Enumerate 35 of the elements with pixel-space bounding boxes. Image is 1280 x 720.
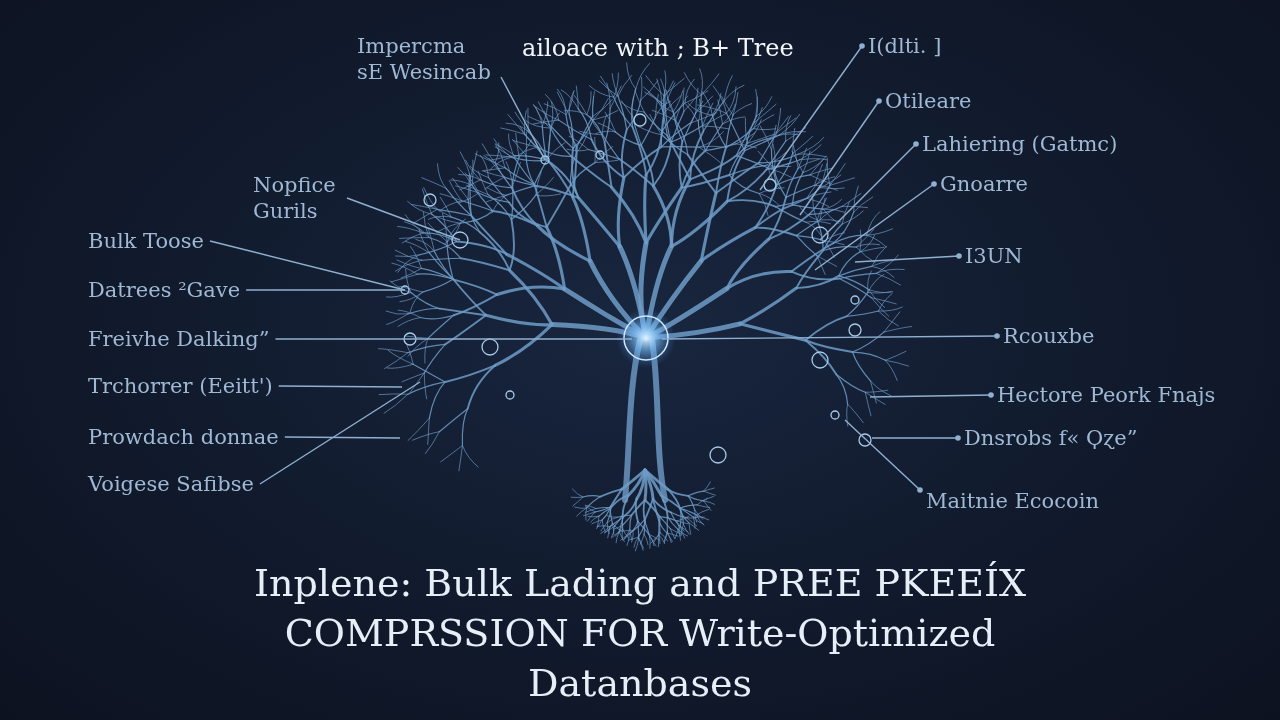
callout-label: Impercma sE Wesincab xyxy=(357,33,497,85)
leader-line xyxy=(284,436,401,439)
callout-label: Lahiering (Gatmc) xyxy=(922,131,1118,157)
leader-line xyxy=(814,181,937,271)
leader-line xyxy=(871,435,961,441)
leader-line xyxy=(854,253,962,263)
callout-label: Prowdach donnae xyxy=(88,424,279,450)
callout-label: Maitnie Ecocoin xyxy=(926,488,1099,514)
leader-line xyxy=(869,392,994,398)
callout-label: Trchorrer (Eeitt') xyxy=(88,373,273,399)
callout-label: Hectore Peork Fnajs xyxy=(997,382,1216,408)
callout-label: Dnsrobs f« Ϙɀe” xyxy=(964,425,1138,451)
leader-line xyxy=(346,197,461,241)
callout-label: Rcouxbe xyxy=(1003,323,1095,349)
callout-label: Nopfice Gurils xyxy=(253,172,341,224)
title: Inplene: Bulk Lading and PREE PKEEÍX COMPRSSION FOR Write-Optimized Datanbases xyxy=(253,560,1027,707)
leader-line xyxy=(278,385,403,388)
leader-line xyxy=(819,141,919,241)
leader-line xyxy=(661,333,1000,340)
callout-label: I(dlti. ] xyxy=(868,33,942,59)
leader-line xyxy=(844,419,923,493)
callout-label: Voigese Safibse xyxy=(88,471,254,497)
leader-line xyxy=(274,338,633,340)
leader-line xyxy=(759,43,865,191)
leader-line xyxy=(799,98,882,216)
leader-line xyxy=(245,289,406,291)
callout-label: Gnoarre xyxy=(940,171,1028,197)
callout-label: Bulk Toose xyxy=(88,228,204,254)
callout-label: Datrees ²Gave xyxy=(88,277,241,303)
callout-label: I3UN xyxy=(965,243,1023,269)
callout-label: Otileare xyxy=(885,88,972,114)
callout-label: Freivhe Dalking” xyxy=(88,326,270,352)
leader-line xyxy=(259,381,421,485)
leader-line xyxy=(500,76,546,161)
subtitle-text: ailoace with ; B+ Tree xyxy=(522,34,794,62)
